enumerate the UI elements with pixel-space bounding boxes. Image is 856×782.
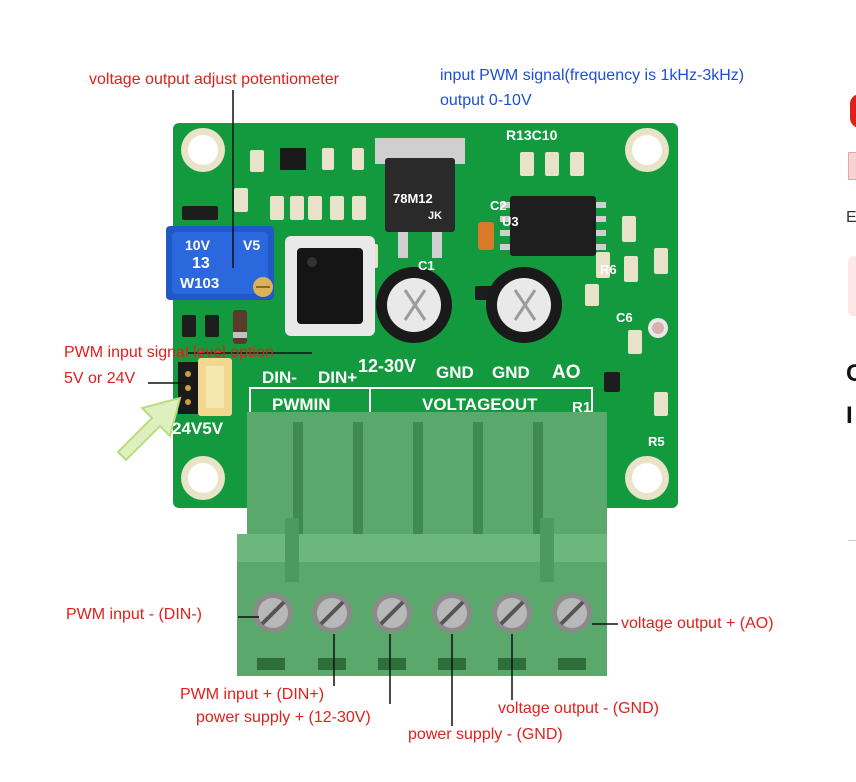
terminal-block xyxy=(237,412,607,676)
silk-r13c10: R13C10 xyxy=(506,127,558,143)
potentiometer: 13 W103 xyxy=(166,226,274,300)
pointer-arrow xyxy=(116,396,182,462)
screw-2 xyxy=(312,593,352,633)
ic-chip xyxy=(500,196,606,256)
silk-r5: R5 xyxy=(648,434,665,449)
capacitor-c1 xyxy=(376,267,452,343)
silk-c1: C1 xyxy=(418,258,435,273)
silk-r1: R1 xyxy=(572,399,591,416)
ceramic-cap xyxy=(478,222,494,250)
callout-pot: voltage output adjust potentiometer xyxy=(89,71,339,88)
right-fragment-divider xyxy=(848,540,856,541)
silk-r6: R6 xyxy=(600,262,617,277)
silk-gnd1: GND xyxy=(436,363,474,382)
silk-c2: C2 xyxy=(490,198,507,213)
silkscreen-labels: 10V V5 DIN- DIN+ 12-30V GND GND AO 24V5V… xyxy=(172,127,665,449)
leader-lines xyxy=(148,90,618,726)
callout-output-range: output 0-10V xyxy=(440,92,532,109)
voltage-regulator: 78M12 JK xyxy=(375,138,465,258)
silk-ao: AO xyxy=(552,362,581,383)
mounting-hole-bl xyxy=(181,456,225,500)
screw-6 xyxy=(552,593,592,633)
silk-24v5v: 24V5V xyxy=(172,419,224,438)
optocoupler xyxy=(285,236,375,336)
right-fragment-pink-box xyxy=(848,256,856,316)
right-fragment-red-badge xyxy=(850,94,856,128)
screw-4 xyxy=(432,593,472,633)
silk-10v: 10V xyxy=(185,237,211,253)
callout-pwm-in-plus: PWM input + (DIN+) xyxy=(180,686,325,703)
terminal-screws xyxy=(253,593,592,633)
pot-code-text: 13 xyxy=(192,255,210,272)
callout-pwm-in-minus: PWM input - (DIN-) xyxy=(66,606,202,623)
pot-value-text: W103 xyxy=(180,275,219,292)
silk-voltageout: VOLTAGEOUT xyxy=(422,395,538,414)
silk-u3: U3 xyxy=(502,214,519,229)
transistor xyxy=(280,148,306,170)
silk-12-30v: 12-30V xyxy=(358,356,416,376)
callout-power-plus: power supply + (12-30V) xyxy=(196,709,371,726)
right-fragment-i: I xyxy=(846,402,853,429)
led xyxy=(648,318,668,338)
right-fragment-pink-bar xyxy=(848,152,856,180)
silk-din-plus: DIN+ xyxy=(318,368,357,387)
mounting-hole-tl xyxy=(181,128,225,172)
silk-pwmin: PWMIN xyxy=(272,395,331,414)
callout-vout-minus: voltage output - (GND) xyxy=(498,700,659,717)
capacitor-c2 xyxy=(486,267,562,343)
reg-model-text: 78M12 xyxy=(393,191,433,206)
silk-v5: V5 xyxy=(243,237,260,253)
smd-components xyxy=(234,148,668,416)
callout-vout-plus: voltage output + (AO) xyxy=(621,615,774,632)
screw-5 xyxy=(492,593,532,633)
callout-power-minus: power supply - (GND) xyxy=(408,726,563,743)
screw-3 xyxy=(372,593,412,633)
reg-code-text: JK xyxy=(428,210,442,222)
right-fragment-c: C xyxy=(846,360,856,387)
callout-level-option: PWM input signal level option xyxy=(64,344,274,361)
screw-1 xyxy=(253,593,293,633)
callout-level-values: 5V or 24V xyxy=(64,370,136,387)
silk-din-minus: DIN- xyxy=(262,368,297,387)
level-jumper xyxy=(178,358,232,416)
callout-input-signal: input PWM signal(frequency is 1kHz-3kHz) xyxy=(440,67,745,84)
mounting-hole-br xyxy=(625,456,669,500)
silk-gnd2: GND xyxy=(492,363,530,382)
right-fragment-e: E xyxy=(846,209,856,226)
mounting-hole-tr xyxy=(625,128,669,172)
silk-c6: C6 xyxy=(616,310,633,325)
diode xyxy=(233,310,247,344)
